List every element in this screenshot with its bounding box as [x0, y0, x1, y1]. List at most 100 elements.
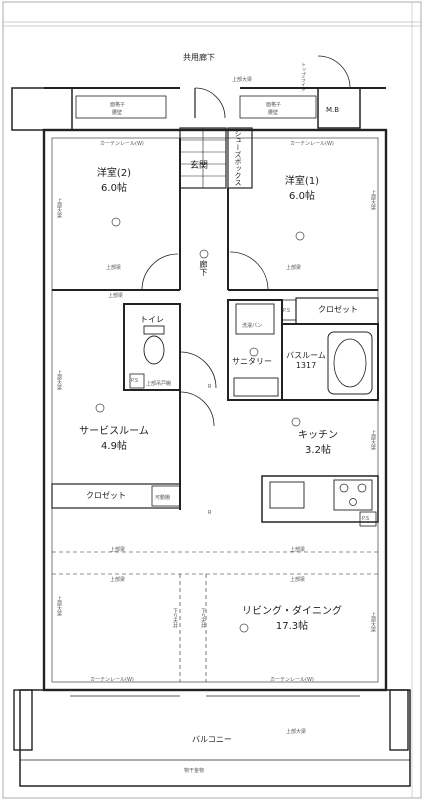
service-door-swing	[179, 391, 215, 427]
beam-ld-3: 上部梁	[110, 577, 126, 583]
room-hall: 廊下	[199, 260, 208, 276]
upper-beam-right-2: 上部大梁	[370, 430, 376, 450]
lowered-ceiling-2: 下り天井	[200, 608, 206, 628]
waist-wall-left: 腰壁	[112, 110, 123, 116]
bathtub-basin	[333, 338, 367, 388]
burner-1	[339, 483, 349, 493]
room-shoebox: シューズボックス	[234, 130, 242, 186]
beam-hall: 上部梁	[108, 293, 124, 299]
light-hall	[199, 249, 209, 259]
entry-door-swing	[194, 87, 226, 119]
upper-beam-top: 上部大梁	[232, 77, 253, 83]
room-name: バスルーム	[286, 351, 326, 360]
mb-label: M.B	[326, 106, 340, 114]
light-bed1	[295, 231, 305, 241]
lattice-window-right	[239, 95, 317, 119]
lattice-right-label: 面格子	[266, 102, 282, 108]
sink	[269, 481, 305, 509]
lowered-ceiling-1: 下り天井	[172, 608, 178, 628]
waist-wall-right: 腰壁	[268, 110, 279, 116]
kitchen-counter	[261, 475, 379, 523]
r-label-1: R	[208, 384, 212, 390]
ps-label-kitchen: P.S	[362, 516, 369, 522]
room-area: 17.3帖	[275, 621, 309, 632]
room-balcony: バルコニー	[192, 735, 232, 744]
light-living	[239, 623, 249, 633]
light-service	[95, 403, 105, 413]
beam-ld-4: 上部梁	[290, 577, 306, 583]
bed2-door-swing	[141, 253, 179, 291]
room-name: 洋室(1)	[284, 176, 320, 187]
room-area: 3.2帖	[305, 445, 331, 456]
room-kitchen: キッチン 3.2帖	[298, 426, 338, 456]
shoebox-unit	[227, 127, 253, 189]
room-toilet: トイレ	[140, 315, 164, 324]
room-western-2: 洋室(2) 6.0帖	[97, 164, 131, 194]
left-wing-wall	[13, 689, 33, 751]
curtain-rail-bottom-right: カーテンレール(W)	[270, 677, 314, 683]
beam-ld-1: 上部梁	[110, 547, 126, 553]
room-sanitary: サニタリー	[232, 357, 272, 366]
shelf-note: 上部吊戸棚	[146, 381, 172, 387]
left-block	[11, 87, 73, 131]
bed1-door-swing	[229, 251, 269, 291]
mb-door-swing	[317, 55, 351, 89]
light-bed2	[111, 217, 121, 227]
movable-shelf	[151, 485, 181, 507]
room-service: サービスルーム 4.9帖	[79, 422, 149, 452]
upper-beam-right-1: 上部大梁	[370, 190, 376, 210]
upper-beam-left-3: 上部大梁	[56, 596, 62, 616]
curtain-rail-top-right: カーテンレール(W)	[290, 141, 334, 147]
movable-shelf-label: 可動棚	[155, 495, 171, 501]
upper-beam-left-1: 上部大梁	[56, 198, 62, 218]
ps-label-left: P.S	[131, 378, 138, 384]
room-bathroom: バスルーム 1317	[286, 350, 326, 370]
vanity	[233, 377, 279, 397]
burner-2	[357, 483, 367, 493]
curtain-rail-bottom-left: カーテンレール(W)	[90, 677, 134, 683]
balcony-slab	[19, 689, 411, 787]
upper-beam-left-2: 上部大梁	[56, 370, 62, 390]
washer-label: 洗濯パン	[242, 323, 263, 329]
beam-bed2: 上部梁	[106, 265, 122, 271]
cooktop	[333, 479, 373, 511]
room-entrance: 玄関	[190, 161, 209, 171]
ps-kitchen	[359, 511, 377, 527]
toilet-bowl	[143, 335, 165, 365]
mb-block	[317, 87, 361, 129]
upper-beam-balcony: 上部大梁	[286, 729, 307, 735]
toilet-door-swing	[179, 351, 217, 389]
light-kitchen	[291, 417, 301, 427]
ps-label-top: P.S	[283, 308, 290, 314]
toilet-room	[123, 303, 181, 391]
toilet-tank	[143, 325, 165, 335]
drying-rack-label: 物干金物	[184, 768, 205, 774]
curtain-rail-top-left: カーテンレール(W)	[100, 141, 144, 147]
ps-left	[129, 373, 145, 389]
bathtub	[327, 331, 373, 395]
washer-pan	[235, 303, 275, 335]
upper-beam-right-3: 上部大梁	[370, 612, 376, 632]
room-area: 6.0帖	[289, 191, 315, 202]
lattice-window-left	[75, 95, 167, 119]
room-western-1: 洋室(1) 6.0帖	[285, 172, 319, 202]
inner-wall-line	[51, 137, 379, 683]
room-closet-top: クロゼット	[318, 305, 358, 314]
r-label-2: R	[208, 510, 212, 516]
room-area: 6.0帖	[101, 183, 127, 194]
beam-bed1: 上部梁	[286, 265, 302, 271]
right-wing-wall	[389, 689, 409, 751]
burner-3	[349, 498, 357, 506]
room-name: サービスルーム	[79, 426, 149, 437]
light-sanitary	[249, 347, 259, 357]
room-closet-bottom: クロゼット	[86, 491, 126, 500]
room-name: リビング・ダイニング	[242, 606, 342, 617]
room-code: 1317	[295, 361, 317, 370]
room-living: リビング・ダイニング 17.3帖	[242, 602, 342, 632]
corridor-label: 共用廊下	[183, 53, 215, 62]
room-area: 4.9帖	[101, 441, 127, 452]
top-light-label: トップライト	[300, 62, 306, 92]
beam-ld-2: 上部梁	[290, 547, 306, 553]
